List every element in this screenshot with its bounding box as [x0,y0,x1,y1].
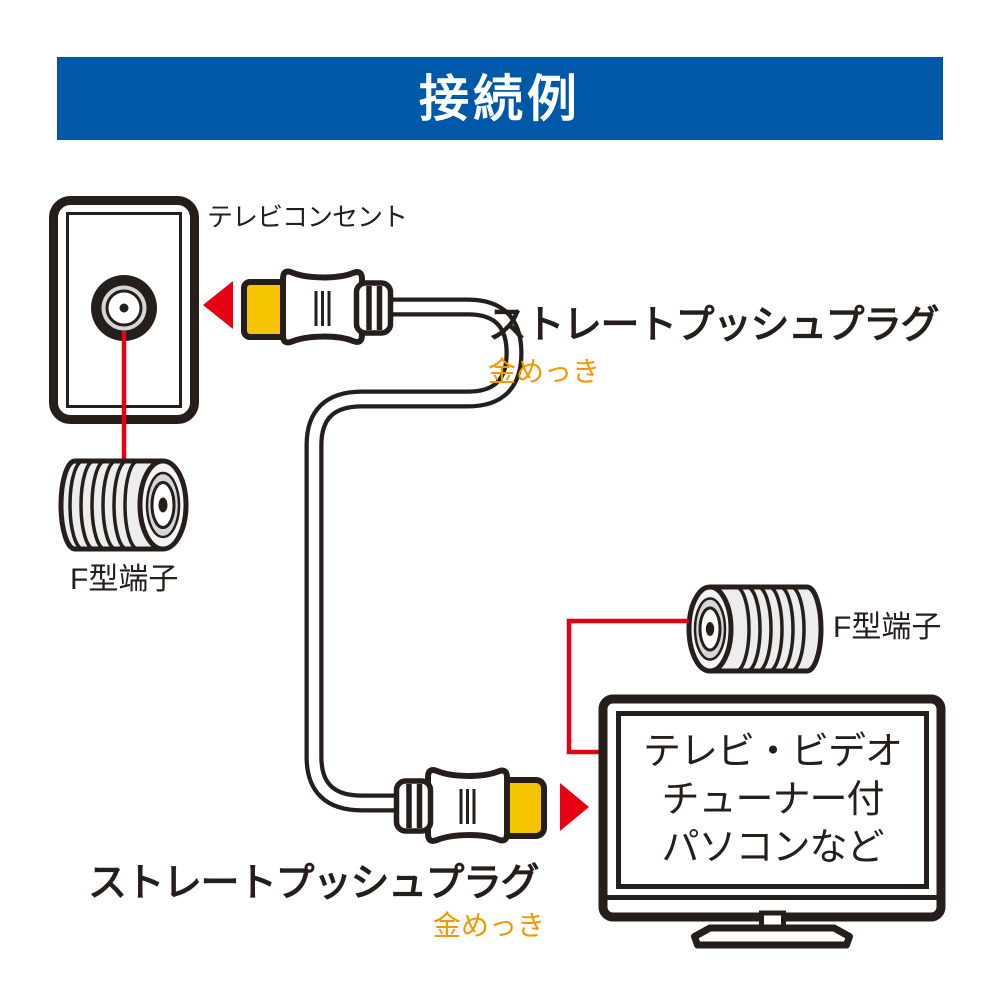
wall-outlet-label: テレビコンセント [207,202,408,232]
plug-top-plating-label: 金めっき [488,356,601,387]
arrow-right-icon [560,783,589,831]
plug-grip-lines [314,291,331,326]
f-terminal-right-label: F型端子 [833,611,942,644]
plug-top-label: ストレートプッシュプラグ [488,304,940,347]
cable-outline [304,297,524,813]
wall-outlet-graphic [49,196,199,424]
tv-graphic [598,694,946,949]
device-description-line2: チューナー付 [661,779,884,821]
terminal-threaded-body [707,584,824,674]
page-title: 接続例 [419,70,581,127]
device-description-line3: パソコンなど [661,827,884,869]
terminal-threads [735,585,806,673]
terminal-threaded-body [58,458,166,552]
plug-strain-relief [393,778,434,834]
plug-bottom-graphic [393,767,547,844]
f-terminal-left-graphic [58,458,189,552]
tv-stand-base [691,924,853,949]
plug-strain-relief [353,280,394,336]
plug-bottom-plating-label: 金めっき [432,910,545,941]
cable-core [308,301,520,809]
plug-top-graphic [241,268,394,346]
f-terminal-left-label: F型端子 [70,563,179,596]
red-line-terminal-to-tv [566,618,689,755]
plug-strain-ridges [406,784,423,828]
f-terminal-right-graphic [686,584,824,674]
tv-screen [616,711,929,889]
terminal-hole [705,622,715,636]
terminal-threads [68,459,139,551]
device-description: テレビ・ビデオ チューナー付 パソコンなど [618,713,927,887]
plug-bottom-label: ストレートプッシュプラグ [88,862,540,905]
plug-grip-lines [459,789,476,824]
outlet-jack-pin-hole [119,303,129,313]
coax-cable-graphic [304,297,524,813]
device-description-line1: テレビ・ビデオ [642,731,903,773]
plug-strain-ridges [366,286,383,330]
title-banner: 接続例 [57,57,943,140]
arrow-left-icon [203,281,233,329]
terminal-hole [158,497,168,513]
